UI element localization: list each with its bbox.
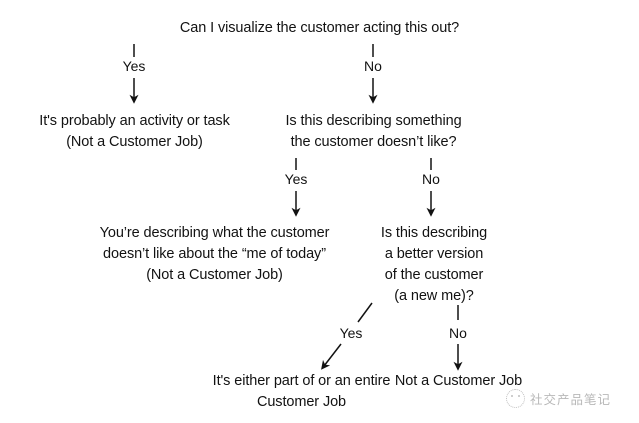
edge-label-q3-no: No: [449, 325, 467, 341]
edge-label-q1-yes: Yes: [122, 58, 146, 74]
node-a2-me-of-today: You’re describing what the customer does…: [68, 223, 361, 286]
node-a2-line-2: doesn’t like about the “me of today”: [103, 246, 326, 262]
node-a3-customer-job: It's either part of or an entire Custome…: [180, 371, 423, 413]
node-a1-line-1: It's probably an activity or task: [39, 113, 230, 129]
node-q2-line-2: the customer doesn’t like?: [290, 134, 457, 150]
node-q3-line-1: Is this describing: [380, 225, 488, 241]
edge-label-q1-no: No: [364, 58, 382, 74]
edge-label-q2-no: No: [422, 171, 440, 187]
edge-label-q2-yes: Yes: [284, 171, 308, 187]
node-q1-root-question: Can I visualize the customer acting this…: [0, 18, 639, 39]
node-q3-better-version-question: Is this describing a better version of t…: [368, 223, 500, 307]
edge-q3-yes-arrow: [321, 343, 342, 370]
node-q1-line-1: Can I visualize the customer acting this…: [179, 20, 460, 36]
node-a2-line-3: (Not a Customer Job): [146, 267, 283, 283]
node-q3-line-4: (a new me)?: [394, 288, 474, 304]
node-a4-not-a-customer-job: Not a Customer Job: [371, 371, 546, 392]
watermark: 社交产品笔记: [506, 389, 611, 408]
node-q3-line-2: a better version: [384, 246, 484, 262]
node-a1-activity-or-task: It's probably an activity or task (Not a…: [12, 111, 257, 153]
node-a3-line-2: Customer Job: [256, 394, 347, 410]
node-a4-line-1: Not a Customer Job: [394, 373, 523, 389]
watermark-logo-icon: [506, 389, 525, 408]
node-q2-doesnt-like-question: Is this describing something the custome…: [266, 111, 481, 153]
node-q2-line-1: Is this describing something: [285, 113, 462, 129]
edge-label-q3-yes: Yes: [339, 325, 363, 341]
watermark-text: 社交产品笔记: [530, 392, 612, 407]
node-a1-line-2: (Not a Customer Job): [66, 134, 203, 150]
node-a3-line-1: It's either part of or an entire: [212, 373, 391, 389]
node-a2-line-1: You’re describing what the customer: [99, 225, 330, 241]
node-q3-line-3: of the customer: [384, 267, 484, 283]
